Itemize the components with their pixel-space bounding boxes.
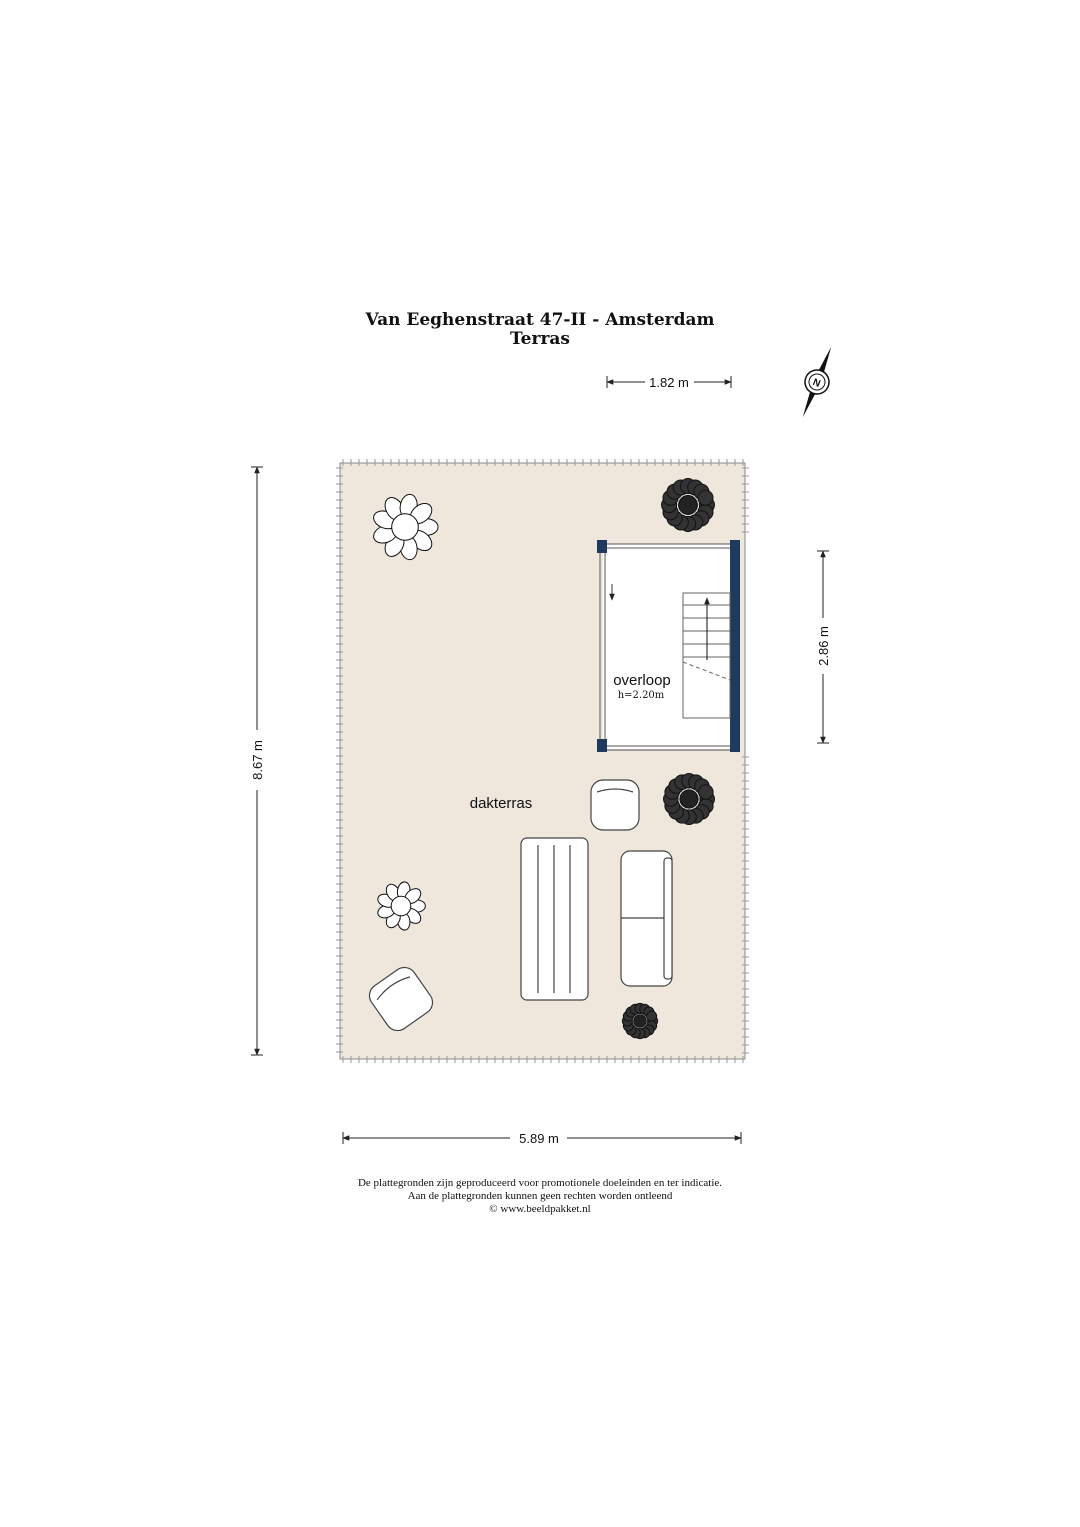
- dimension-left-label: 8.67 m: [250, 740, 265, 780]
- railing: [336, 459, 749, 1063]
- dimension-right-label: 2.86 m: [816, 626, 831, 666]
- staircase: [682, 592, 731, 719]
- wall-post: [597, 739, 607, 752]
- plan-floor-title: Terras: [509, 329, 570, 349]
- disclaimer-line-2: Aan de plattegronden kunnen geen rechten…: [407, 1190, 673, 1202]
- shrub-icon: [661, 478, 715, 532]
- wall-east: [730, 540, 740, 752]
- shrub-icon: [621, 1002, 659, 1040]
- overloop-label: overloop: [613, 672, 671, 689]
- wall-post: [597, 540, 607, 553]
- lounge-chair: [590, 779, 640, 831]
- dimension-bottom: 5.89 m: [342, 1131, 742, 1146]
- dimension-bottom-label: 5.89 m: [519, 1131, 559, 1146]
- armchair: [368, 966, 434, 1032]
- dakterras-label: dakterras: [470, 795, 533, 812]
- dimension-top: 1.82 m: [606, 375, 732, 390]
- copyright-line: © www.beeldpakket.nl: [489, 1203, 591, 1215]
- dimension-top-label: 1.82 m: [649, 375, 689, 390]
- overloop-ceiling-height: h=2.20m: [618, 690, 665, 701]
- compass-icon: N: [802, 346, 832, 418]
- table: [520, 837, 589, 1001]
- sofa: [620, 850, 673, 987]
- compass-north-label: N: [811, 377, 822, 390]
- shrub-icon: [663, 773, 715, 825]
- dimension-left: 8.67 m: [250, 466, 265, 1056]
- overloop-room: overloop h=2.20m: [597, 540, 740, 752]
- dimension-right: 2.86 m: [816, 550, 831, 744]
- plan-address-title: Van Eeghenstraat 47-II - Amsterdam: [365, 310, 715, 330]
- disclaimer-line-1: De plattegronden zijn geproduceerd voor …: [357, 1177, 723, 1189]
- leafy-plant-icon: [377, 881, 426, 931]
- leafy-plant-icon: [373, 493, 439, 561]
